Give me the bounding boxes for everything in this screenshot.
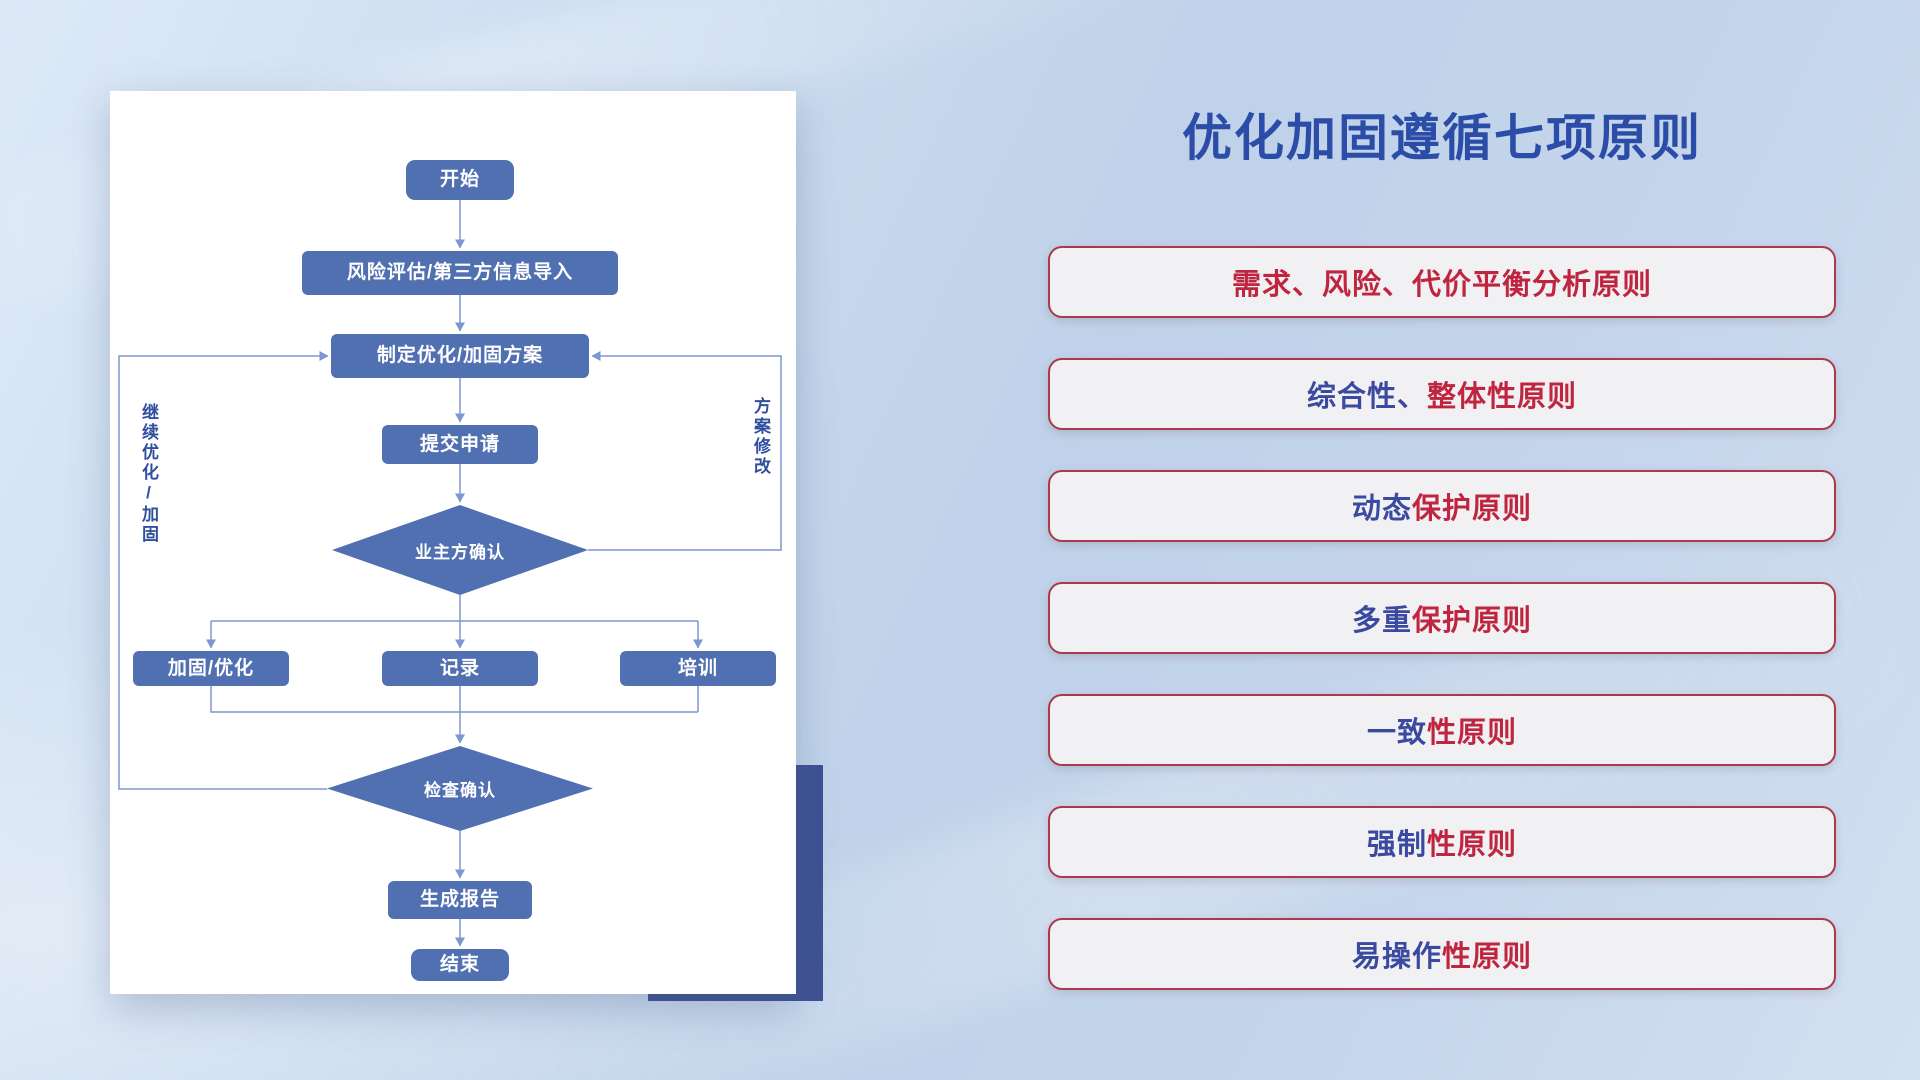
principle-7-text-blue: 易操作 [1351,941,1442,973]
principle-item-4: 多重保护原则 [1048,582,1836,654]
principle-item-1: 需求、风险、代价平衡分析原则 [1048,246,1836,318]
principle-7-text-red: 性原则 [1442,941,1533,973]
flowchart-card: 开始 风险评估/第三方信息导入 制定优化/加固方案 提交申请 业主方确认 加固/… [110,91,796,994]
flow-loop-label-continue-optimize: 继续优化/加固 [139,403,158,545]
page-title: 优化加固遵循七项原则 [1182,110,1702,166]
principle-item-2: 综合性、整体性原则 [1048,358,1836,430]
principle-item-7: 易操作性原则 [1048,918,1836,990]
principle-2-text-red: 整体性原则 [1427,381,1578,413]
principle-5-text-red: 性原则 [1427,717,1518,749]
principle-3-text-red: 保护原则 [1412,493,1533,525]
principle-5-text-blue: 一致 [1366,717,1427,749]
principle-item-3: 动态保护原则 [1048,470,1836,542]
principle-6-text-blue: 强制 [1366,829,1427,861]
principle-item-6: 强制性原则 [1048,806,1836,878]
principle-item-5: 一致性原则 [1048,694,1836,766]
principle-4-text-blue: 多重 [1351,605,1412,637]
flow-node-start: 开始 [406,160,514,200]
flow-node-risk-import: 风险评估/第三方信息导入 [302,251,618,295]
principle-4-text-red: 保护原则 [1412,605,1533,637]
flow-node-end: 结束 [411,949,509,981]
principles-list: 需求、风险、代价平衡分析原则 综合性、整体性原则 动态保护原则 多重保护原则 一… [1048,246,1836,990]
principle-2-text-blue: 综合性、 [1306,381,1427,413]
flow-node-report: 生成报告 [388,881,532,919]
principle-3-text-blue: 动态 [1351,493,1412,525]
flow-node-record: 记录 [382,651,538,686]
flow-loop-label-plan-revision: 方案修改 [751,397,770,477]
principle-6-text-red: 性原则 [1427,829,1518,861]
principle-1-text-red: 需求、风险、代价平衡分析原则 [1231,269,1652,301]
flow-node-make-plan: 制定优化/加固方案 [331,334,589,378]
flow-node-reinforce: 加固/优化 [133,651,289,686]
flow-node-submit: 提交申请 [382,425,538,464]
flowchart-connectors [118,200,782,947]
flow-node-training: 培训 [620,651,776,686]
